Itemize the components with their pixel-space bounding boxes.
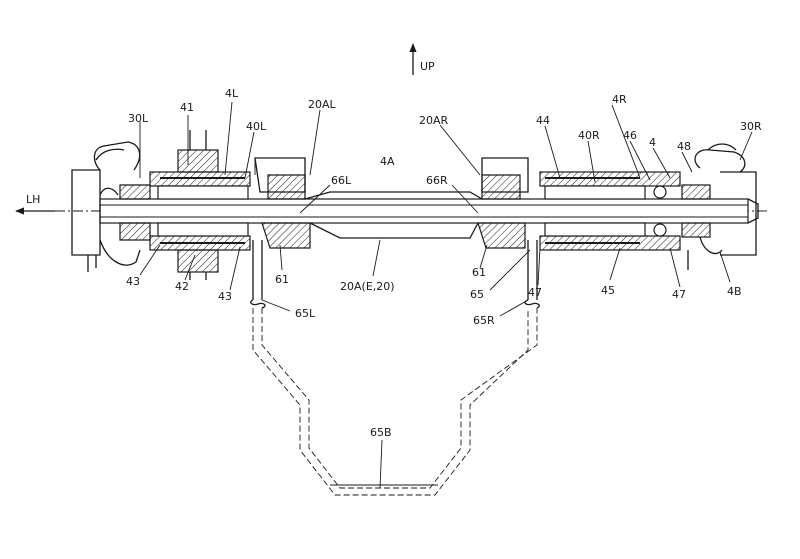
label-41: 41 xyxy=(180,101,194,114)
label-45: 45 xyxy=(601,284,615,297)
left-housing-40l xyxy=(149,130,251,280)
cross-member-65 xyxy=(250,240,540,496)
label-4l: 4L xyxy=(225,87,239,100)
shaft-4a xyxy=(99,198,759,224)
label-40r: 40R xyxy=(578,129,600,142)
up-label: UP xyxy=(420,60,435,73)
label-20a: 20A(E,20) xyxy=(340,280,395,293)
label-4b: 4B xyxy=(727,285,742,298)
label-4a: 4A xyxy=(380,155,395,168)
label-46: 46 xyxy=(623,129,637,142)
label-65: 65 xyxy=(470,288,484,301)
label-20ar: 20AR xyxy=(419,114,449,127)
label-30l: 30L xyxy=(128,112,149,125)
left-frame-30l xyxy=(71,141,151,272)
label-61-right: 61 xyxy=(472,266,486,279)
right-frame-30r xyxy=(681,143,757,270)
label-44: 44 xyxy=(536,114,550,127)
label-65r: 65R xyxy=(473,314,495,327)
up-direction-arrow: UP xyxy=(409,43,435,75)
label-66r: 66R xyxy=(426,174,448,187)
label-65b: 65B xyxy=(370,426,392,439)
right-hub-20ar xyxy=(477,157,529,249)
lh-label: LH xyxy=(26,193,40,206)
label-61-left: 61 xyxy=(275,273,289,286)
center-tube-20a xyxy=(304,191,483,239)
label-40l: 40L xyxy=(246,120,267,133)
label-47-left: 47 xyxy=(528,286,542,299)
left-direction-arrow: LH xyxy=(15,193,55,215)
left-hub-20al xyxy=(254,157,311,249)
label-43-right: 43 xyxy=(218,290,232,303)
part-labels: 30L 41 4L 40L 20AL 4A 66L 20AR 66R 44 40… xyxy=(126,87,762,439)
label-30r: 30R xyxy=(740,120,762,133)
right-housing-40r xyxy=(539,171,681,251)
label-42: 42 xyxy=(175,280,189,293)
label-43-left: 43 xyxy=(126,275,140,288)
label-66l: 66L xyxy=(331,174,352,187)
label-4r: 4R xyxy=(612,93,627,106)
leader-lines xyxy=(139,101,753,489)
label-48: 48 xyxy=(677,140,691,153)
label-47-right: 47 xyxy=(672,288,686,301)
label-20al: 20AL xyxy=(308,98,337,111)
label-4: 4 xyxy=(649,136,656,149)
label-65l: 65L xyxy=(295,307,316,320)
